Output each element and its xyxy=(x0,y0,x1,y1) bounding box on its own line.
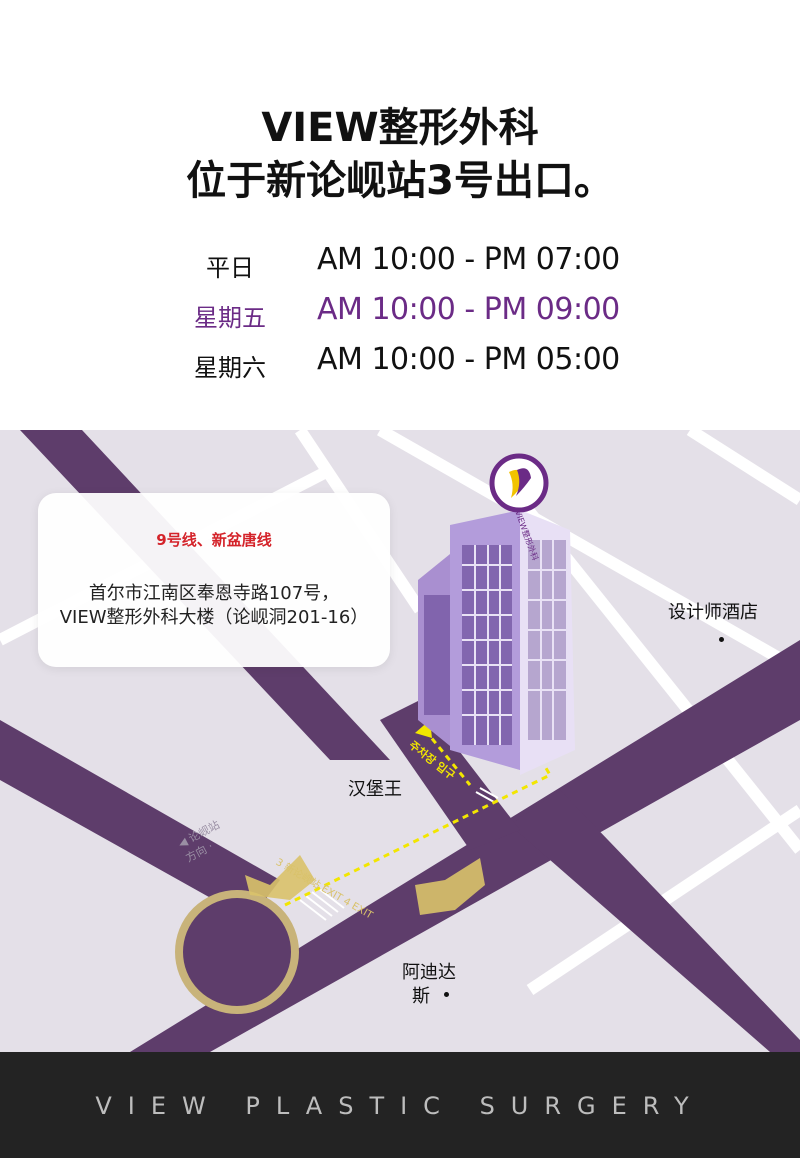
address-card: 9号线、新盆唐线 首尔市江南区奉恩寺路107号， VIEW整形外科大楼（论岘洞2… xyxy=(38,493,390,667)
hours-time-value: AM 10:00 - PM 09:00 xyxy=(317,292,620,327)
footer-brand: VIEW PLASTIC SURGERY xyxy=(95,1092,705,1120)
footer: VIEW PLASTIC SURGERY xyxy=(0,1052,800,1158)
top-section: VIEW整形外科 位于新论岘站3号出口。 平日 AM 10:00 - PM 07… xyxy=(0,0,800,430)
subway-lines-text: 9号线、新盆唐线 xyxy=(156,531,272,549)
roundabout xyxy=(175,890,299,1014)
hours-row-weekday: 平日 AM 10:00 - PM 07:00 xyxy=(0,240,800,284)
address-line-2: VIEW整形外科大楼（论岘洞201-16） xyxy=(59,607,369,628)
hours-time-value: AM 10:00 - PM 05:00 xyxy=(317,342,620,377)
page-title: VIEW整形外科 xyxy=(261,105,539,151)
page-subtitle: 位于新论岘站3号出口。 xyxy=(186,158,614,204)
hours-row-saturday: 星期六 AM 10:00 - PM 05:00 xyxy=(0,340,800,384)
map-label-burger: 汉堡王 xyxy=(348,779,402,800)
map-label-adidas: 阿迪达 xyxy=(402,962,456,983)
map-label-hotel: 设计师酒店 xyxy=(668,602,758,623)
exit-markers xyxy=(245,855,485,915)
hours-day-label: 平日 xyxy=(206,254,254,282)
building-illustration xyxy=(418,453,575,775)
subway-lines: 9号线、新盆唐线 xyxy=(38,529,390,550)
map-marker-dot xyxy=(444,992,449,997)
map-label-adidas-2: 斯 xyxy=(412,986,430,1007)
address-line-1: 首尔市江南区奉恩寺路107号， xyxy=(88,583,340,604)
map-marker-dot xyxy=(719,637,724,642)
hours-time-value: AM 10:00 - PM 07:00 xyxy=(317,242,620,277)
hours-day-label: 星期五 xyxy=(194,304,266,332)
hours-row-friday: 星期五 AM 10:00 - PM 09:00 xyxy=(0,290,800,334)
hours-day-label: 星期六 xyxy=(194,354,266,382)
crosswalks xyxy=(299,787,499,921)
